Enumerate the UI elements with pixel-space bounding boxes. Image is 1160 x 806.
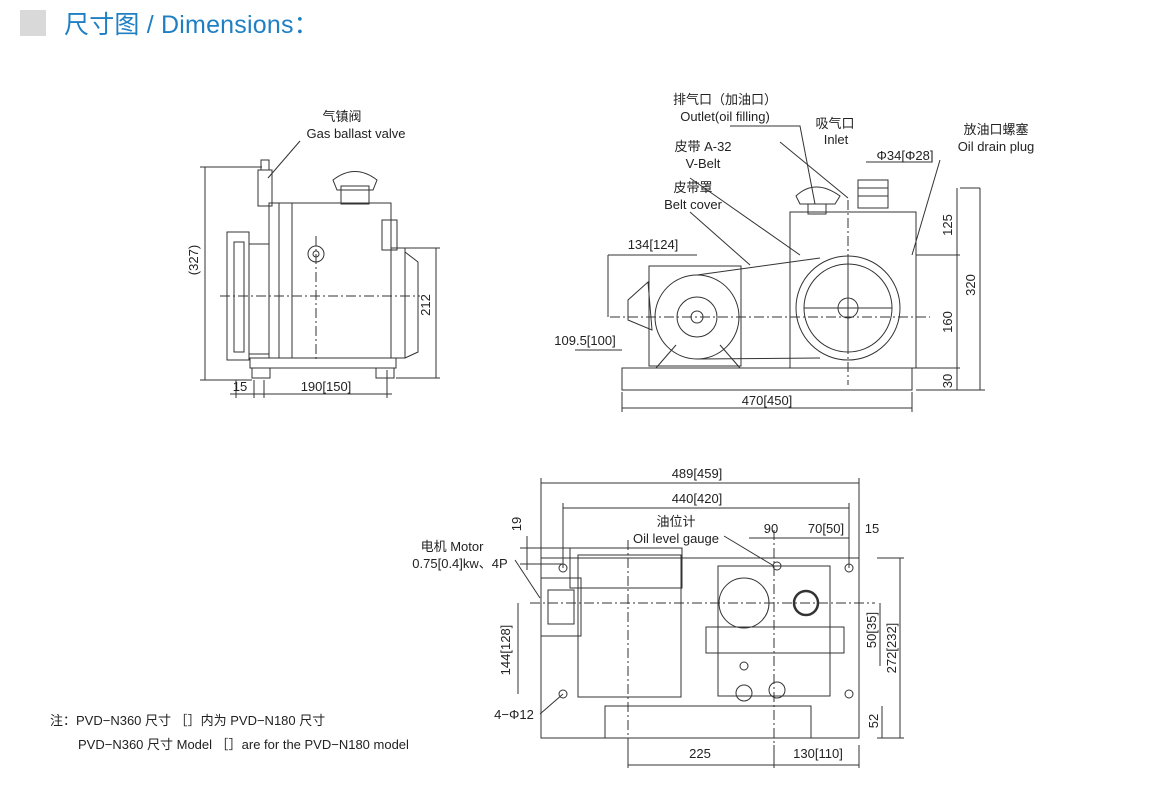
- dim-134: 134[124]: [628, 237, 679, 252]
- dim-holes: 4−Φ12: [494, 707, 534, 722]
- oilgauge-label-zh: 油位计: [656, 514, 695, 529]
- dim-144: 144[128]: [498, 625, 513, 676]
- dim-52: 52: [866, 714, 881, 728]
- section-header: 尺寸图 / Dimensions：: [20, 6, 319, 40]
- dim-phi34: Φ34[Φ28]: [877, 148, 934, 163]
- dim-440: 440[420]: [672, 491, 723, 506]
- dim-130: 130[110]: [793, 746, 843, 761]
- gas-ballast-label-zh: 气镇阀: [322, 109, 361, 124]
- dim-272: 272[232]: [884, 623, 899, 674]
- dim-15-top: 15: [865, 521, 879, 536]
- dim-90: 90: [764, 521, 778, 536]
- gas-ballast-label-en: Gas ballast valve: [307, 126, 406, 141]
- dim-30: 30: [940, 374, 955, 388]
- inlet-label-zh: 吸气口: [815, 116, 854, 131]
- dim-15-side: 15: [233, 379, 247, 394]
- vbelt-label-zh: 皮带 A-32: [674, 139, 731, 154]
- dim-327: (327): [186, 245, 201, 275]
- top-view: [514, 478, 904, 768]
- dim-190: 190[150]: [301, 379, 352, 394]
- inlet-label-en: Inlet: [824, 132, 849, 147]
- note-line-2: PVD−N360 尺寸 Model ［］are for the PVD−N180…: [78, 737, 409, 752]
- dim-225: 225: [689, 746, 711, 761]
- note-line-1: 注：PVD−N360 尺寸 ［］内为 PVD−N180 尺寸: [50, 713, 326, 728]
- dim-489: 489[459]: [672, 466, 723, 481]
- oilgauge-label-en: Oil level gauge: [633, 531, 719, 546]
- beltcover-label-en: Belt cover: [664, 197, 722, 212]
- drain-label-en: Oil drain plug: [958, 139, 1035, 154]
- dim-212: 212: [418, 294, 433, 316]
- dim-320: 320: [963, 274, 978, 296]
- page-title: 尺寸图 / Dimensions：: [64, 11, 319, 39]
- motor-label-line2: 0.75[0.4]kw、4P: [412, 556, 507, 571]
- dim-70: 70[50]: [808, 521, 844, 536]
- outlet-label-en: Outlet(oil filling): [680, 109, 770, 124]
- dim-160: 160: [940, 311, 955, 333]
- beltcover-label-zh: 皮带罩: [673, 180, 712, 195]
- dim-50: 50[35]: [864, 612, 879, 648]
- dim-125: 125: [940, 214, 955, 236]
- side-view: [200, 140, 440, 398]
- vbelt-label-en: V-Belt: [686, 156, 721, 171]
- motor-label-line1: 电机 Motor: [421, 539, 485, 554]
- drain-label-zh: 放油口螺塞: [963, 122, 1028, 137]
- front-view: [575, 125, 985, 412]
- header-square-icon: [20, 10, 46, 36]
- dim-19: 19: [509, 517, 524, 531]
- dim-109: 109.5[100]: [554, 333, 615, 348]
- outlet-label-zh: 排气口（加油口）: [673, 92, 777, 107]
- dim-470: 470[450]: [742, 393, 793, 408]
